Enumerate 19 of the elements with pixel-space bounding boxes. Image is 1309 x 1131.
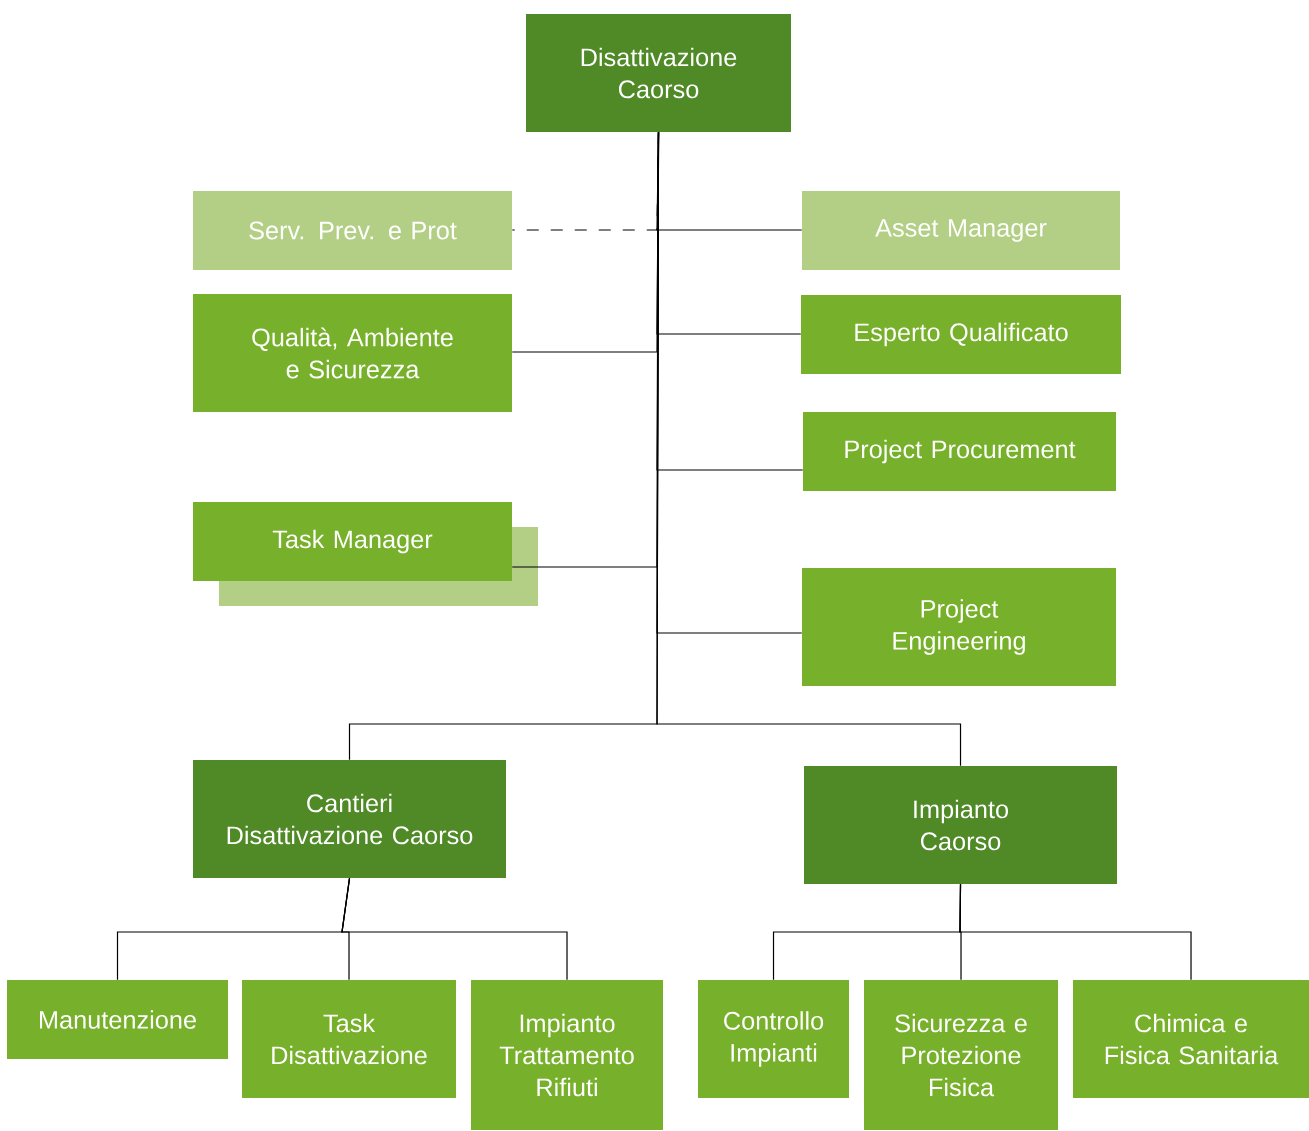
- connector-line: [656, 131, 962, 767]
- org-box: Chimica e Fisica Sanitaria: [1073, 980, 1309, 1098]
- org-box: Impianto Trattamento Rifiuti: [471, 980, 663, 1130]
- org-box: Esperto Qualificato: [801, 295, 1121, 374]
- org-box: Task Manager: [193, 502, 538, 606]
- org-box: Disattivazione Caorso: [526, 14, 791, 132]
- org-box: Sicurezza e Protezione Fisica: [864, 980, 1058, 1130]
- org-box: Impianto Caorso: [804, 766, 1117, 884]
- org-box: Task Disattivazione: [242, 980, 456, 1098]
- org-box: Controllo Impianti: [698, 980, 849, 1098]
- org-box: Qualità, Ambiente e Sicurezza: [193, 294, 512, 412]
- org-box: Project Engineering: [802, 568, 1116, 686]
- org-box: Manutenzione: [7, 980, 228, 1059]
- connector-line: [341, 877, 568, 981]
- connector-line: [959, 883, 1192, 981]
- org-box: Cantieri Disattivazione Caorso: [193, 760, 506, 878]
- org-box: Project Procurement: [803, 412, 1116, 491]
- org-box: Serv. Prev. e Prot: [193, 191, 512, 270]
- org-box: Asset Manager: [802, 191, 1120, 270]
